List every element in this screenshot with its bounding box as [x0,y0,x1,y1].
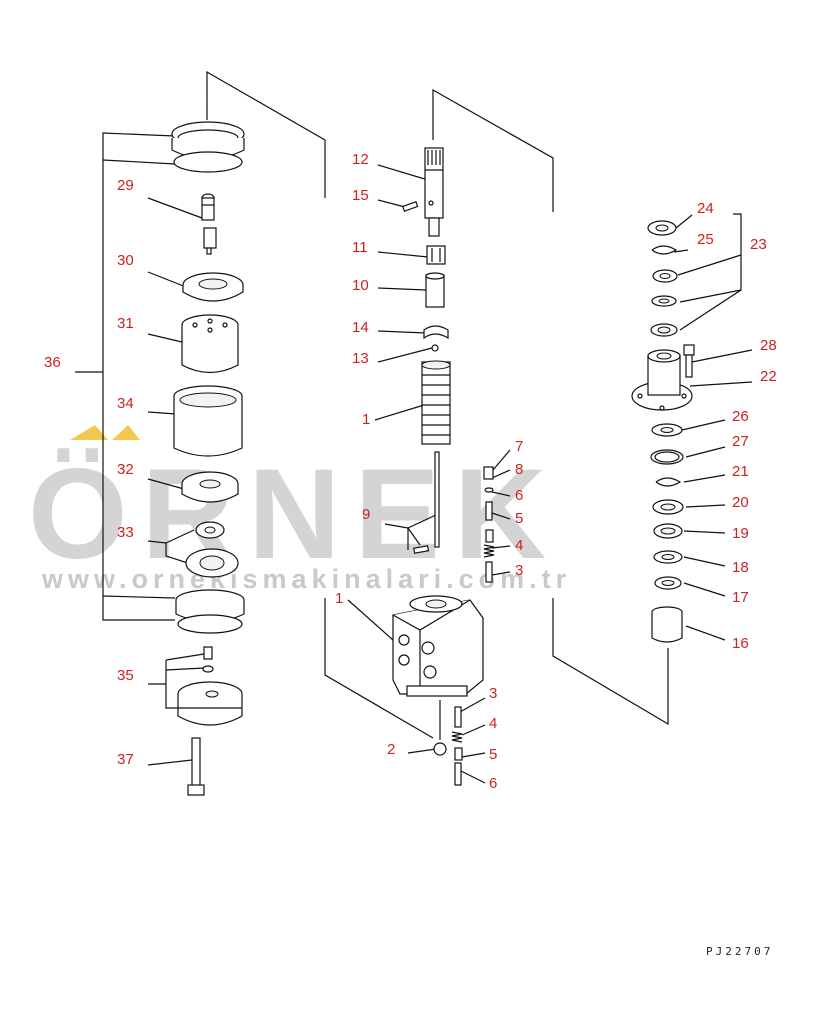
pin-part [401,200,419,212]
gear-set-part [185,521,239,578]
callout-35: 35 [117,667,134,684]
callout-34: 34 [117,395,134,412]
watermark: ÖRNEK www.ornekismakinalari.com.tr [28,425,571,594]
callout-15: 15 [352,187,369,204]
sleeve-part [425,274,445,308]
callout-3-lower: 3 [489,685,497,702]
callout-37: 37 [117,751,134,768]
watermark-url: www.ornekismakinalari.com.tr [41,564,571,594]
callout-1-body: 1 [335,590,343,607]
callout-16: 16 [732,635,749,652]
callout-20: 20 [732,494,749,511]
callout-5-lower: 5 [489,746,497,763]
callout-18: 18 [732,559,749,576]
housing-ring-part [173,385,243,457]
bolt-part-28 [683,344,695,356]
right-column-parts [631,220,695,643]
bolt-part [187,737,205,796]
end-cap-part [177,681,243,726]
callout-2: 2 [387,741,395,758]
callout-10: 10 [352,277,369,294]
callout-12: 12 [352,151,369,168]
ball-part-lower [433,742,447,756]
callout-27: 27 [732,433,749,450]
callout-6-lower: 6 [489,775,497,792]
spring-part [483,544,495,558]
watermark-brand: ÖRNEK [28,443,560,586]
callout-21: 21 [732,463,749,480]
callout-22: 22 [760,368,777,385]
callout-19: 19 [732,525,749,542]
bushing-part [426,245,446,265]
snap-ring-25 [651,245,678,255]
callout-8: 8 [515,461,523,478]
spool-part [421,360,451,445]
callout-11: 11 [352,239,368,256]
callout-5-upper: 5 [515,510,523,527]
callout-1-spool: 1 [362,411,370,428]
callout-4-upper: 4 [515,537,523,554]
callout-26: 26 [732,408,749,425]
center-column-parts [392,147,495,786]
relief-valve-part [201,193,217,255]
callout-4-lower: 4 [489,715,497,732]
watermark-accent-left [70,425,108,440]
callout-17: 17 [732,589,749,606]
valve-body-part [392,595,484,697]
ring-part [423,325,449,340]
reference-code: PJ22707 [706,945,773,958]
gear-plate-part [181,471,239,503]
callout-32: 32 [117,461,134,478]
left-column-parts [171,121,245,796]
cover-housing-part [631,349,693,411]
callout-13: 13 [352,350,369,367]
ball-part [431,344,439,352]
callout-30: 30 [117,252,134,269]
shaft-part [424,147,444,237]
callout-28: 28 [760,337,777,354]
plate-part [182,272,244,302]
callout-33: 33 [117,524,134,541]
callout-labels: 12 15 11 10 14 13 1 9 7 8 6 5 4 3 1 3 4 … [44,151,777,792]
callout-24: 24 [697,200,714,217]
seal-ring-bottom [175,589,245,634]
snap-ring-21 [655,477,682,487]
bushing-part-16 [651,606,683,643]
cylinder-block-part [181,314,239,374]
callout-3-upper: 3 [515,562,523,579]
callout-14: 14 [352,319,369,336]
callout-7: 7 [515,438,523,455]
rod-part [434,451,440,548]
callout-31: 31 [117,315,134,332]
callout-36: 36 [44,354,61,371]
plug-part [483,466,494,480]
callout-9: 9 [362,506,370,523]
callout-25: 25 [697,231,714,248]
callout-23: 23 [750,236,767,253]
callout-29: 29 [117,177,134,194]
watermark-accent-right [112,425,140,440]
seal-ring-top [171,121,245,173]
leader-lines [147,164,753,784]
callout-6-upper: 6 [515,487,523,504]
